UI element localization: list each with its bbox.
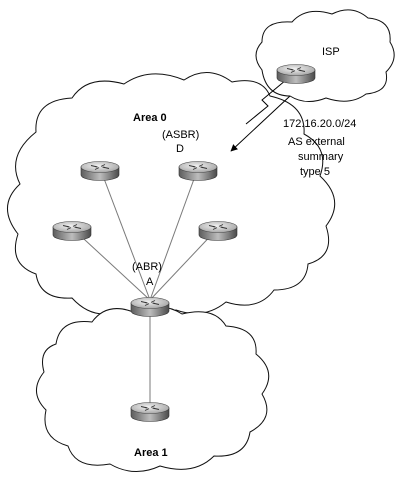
- isp-label: ISP: [322, 46, 340, 58]
- annotation-type: AS external: [288, 136, 345, 148]
- annotation-lsa-type: type 5: [300, 166, 330, 178]
- router-a-icon: [130, 297, 170, 317]
- router-a-role: (ABR): [132, 261, 162, 273]
- lsa-annotation: 172.16.20.0/24 AS external summary type …: [283, 118, 356, 178]
- area-0-label: Area 0: [133, 112, 167, 124]
- isp-router-icon: [276, 64, 316, 84]
- link-a-to-mid-left: [71, 227, 151, 301]
- lsa-arrow: [230, 95, 291, 152]
- router-a-name: A: [146, 276, 154, 288]
- area-0-cloud: [7, 72, 336, 318]
- area1-router-icon: [130, 402, 170, 422]
- area-1-label: Area 1: [134, 447, 168, 459]
- area0-mid-left-router-icon: [52, 221, 92, 241]
- link-a-to-top-left: [99, 167, 151, 301]
- area0-top-left-router-icon: [80, 161, 120, 181]
- area0-mid-right-router-icon: [198, 221, 238, 241]
- annotation-summary: summary: [298, 151, 344, 163]
- link-a-to-mid-right: [149, 227, 219, 301]
- router-d-role: (ASBR): [162, 129, 199, 141]
- isp-serial-link: [245, 79, 287, 125]
- router-d-icon: [178, 161, 218, 181]
- annotation-prefix: 172.16.20.0/24: [283, 118, 356, 130]
- router-d-name: D: [176, 143, 184, 155]
- link-a-to-d: [149, 167, 199, 301]
